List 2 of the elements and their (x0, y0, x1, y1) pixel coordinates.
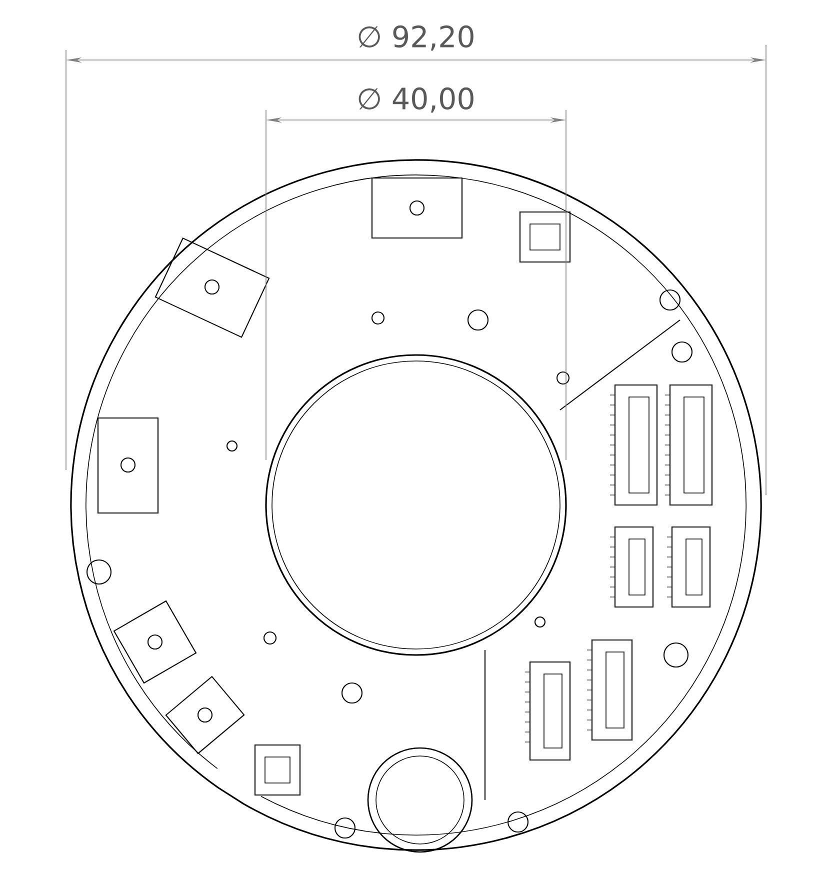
dimension-label: ∅ 92,20 (358, 25, 474, 51)
dimension-label: ∅ 40,00 (358, 87, 474, 113)
